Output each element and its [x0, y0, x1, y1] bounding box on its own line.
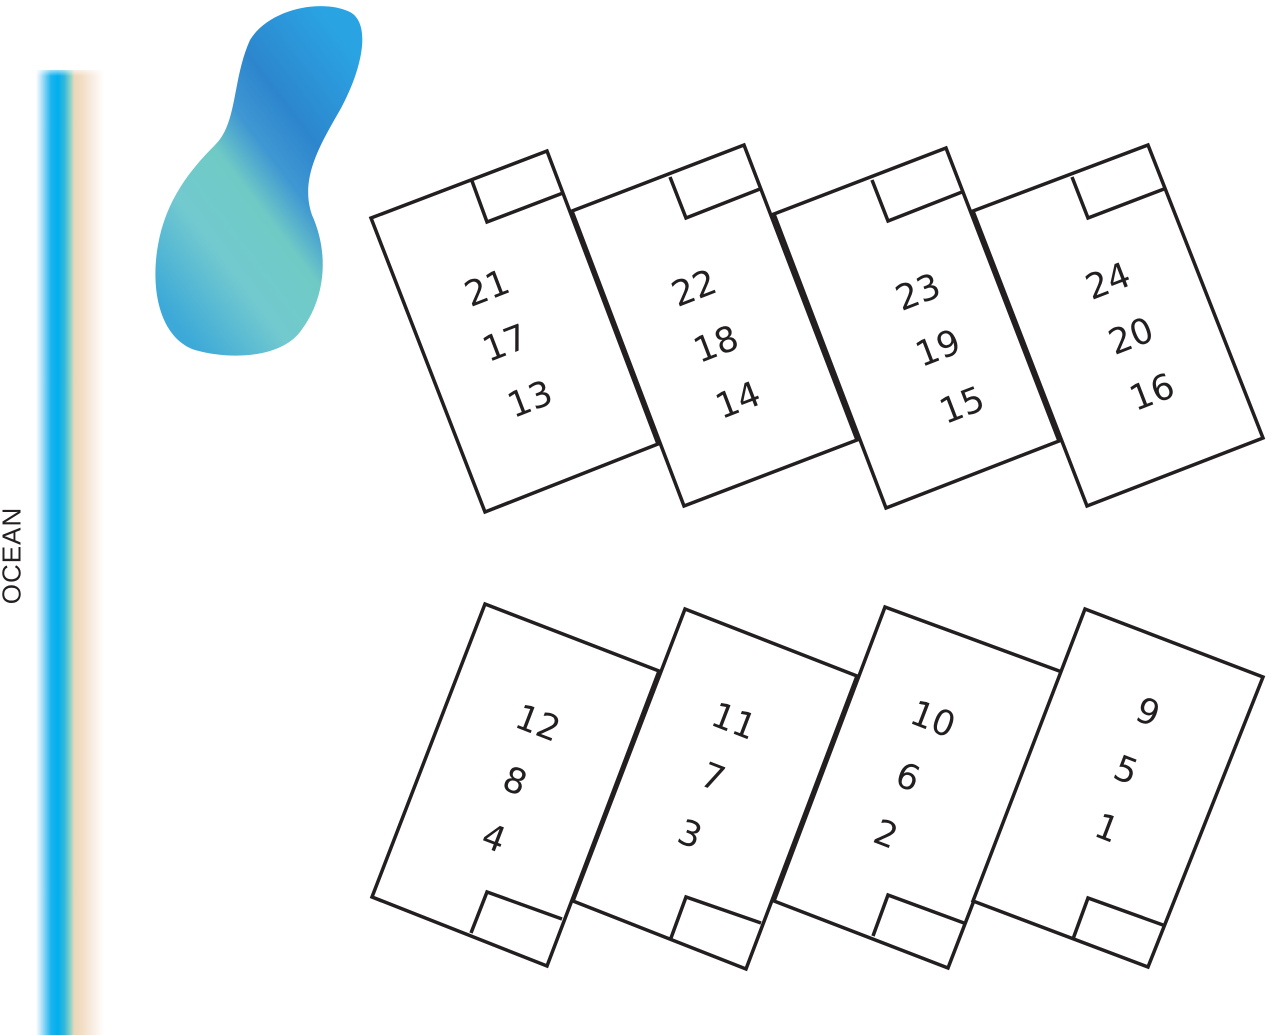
ocean-shoreline-strip — [36, 70, 104, 1035]
building-unit-bottom-3 — [771, 604, 1065, 971]
ocean-strip-top-fade — [36, 66, 104, 76]
building-unit-bottom-1 — [369, 601, 662, 969]
building-unit-top-2 — [569, 142, 860, 509]
building-unit-top-4 — [970, 142, 1266, 509]
building-unit-bottom-2 — [570, 606, 860, 972]
pool-shape — [155, 6, 363, 356]
building-unit-top-1 — [368, 148, 661, 515]
building-unit-top-3 — [771, 145, 1062, 511]
building-unit-bottom-4 — [970, 606, 1266, 970]
